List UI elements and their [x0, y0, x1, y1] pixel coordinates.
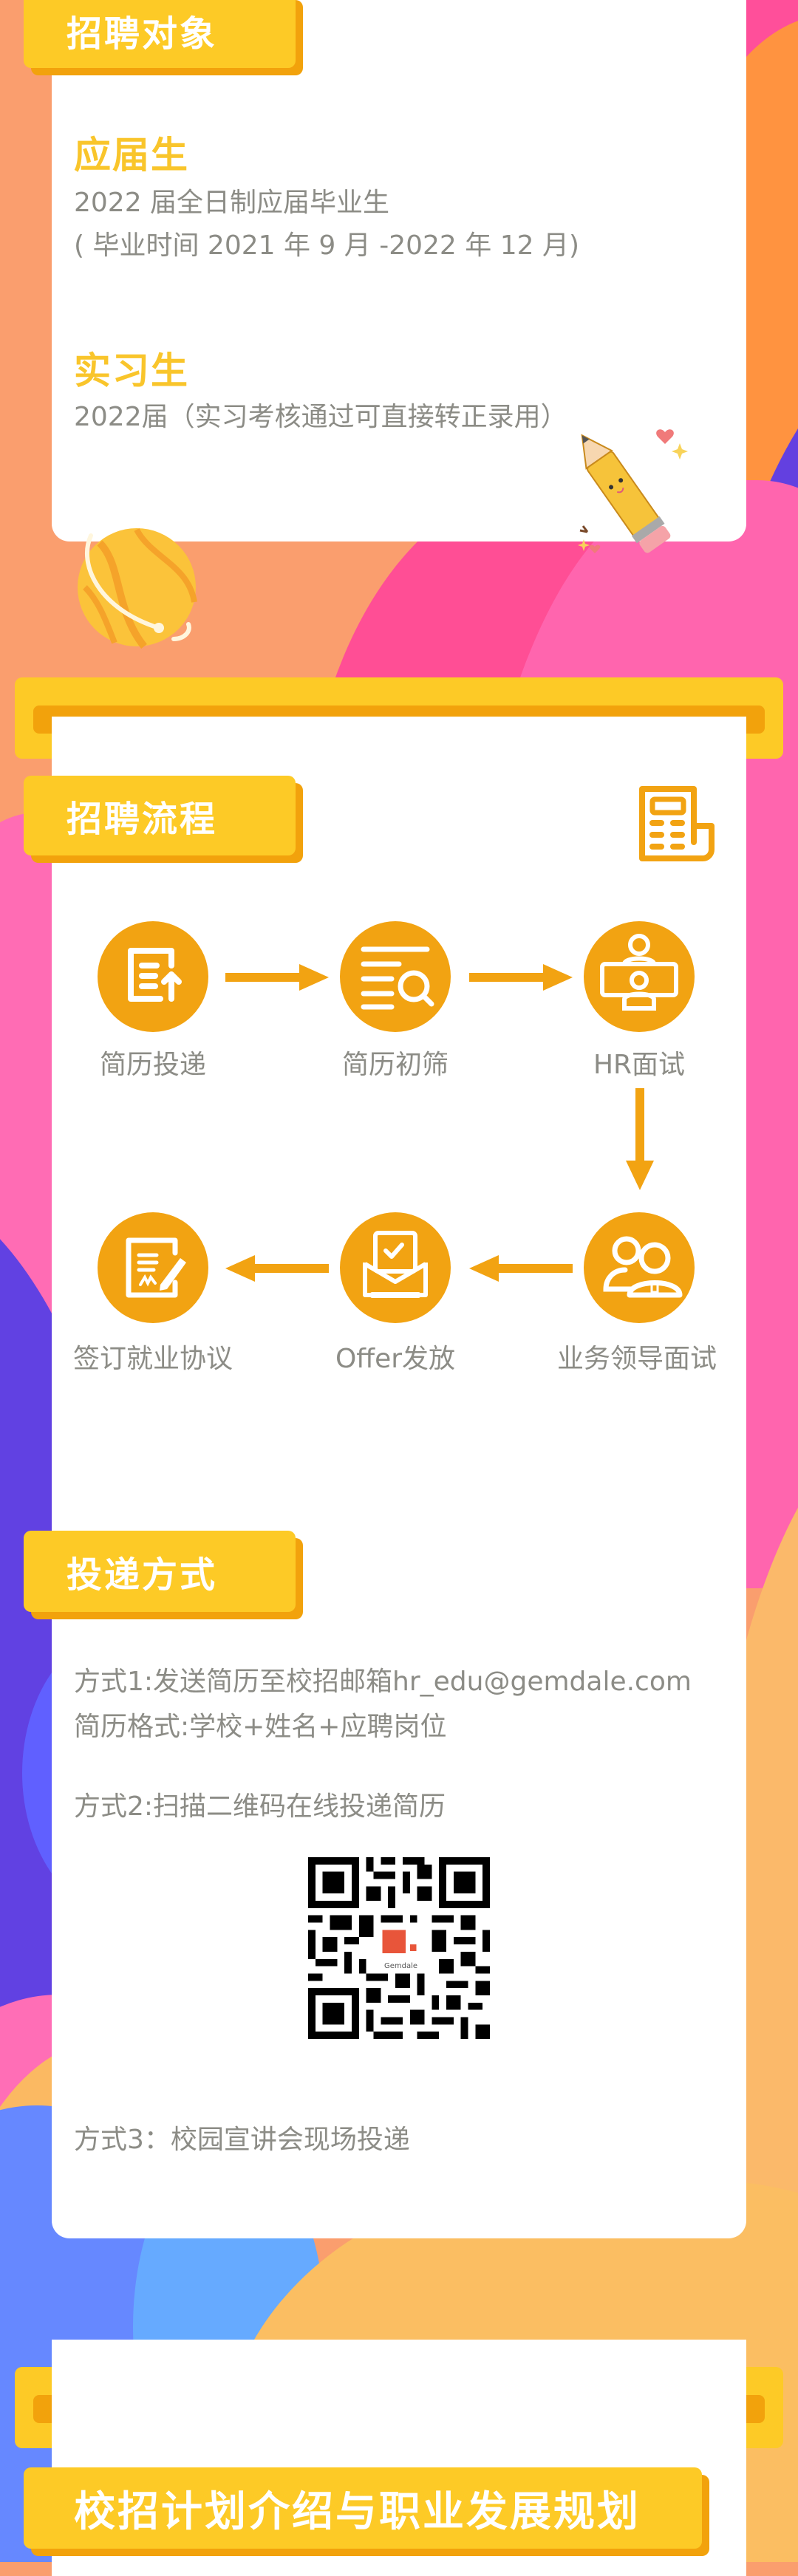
- apply-method2: 方式2:扫描二维码在线投递简历: [74, 1791, 446, 1822]
- email-link[interactable]: 方式1:发送简历至校招邮箱hr_edu@gemdale.com: [74, 1667, 692, 1697]
- qr-pattern-icon: [308, 1857, 490, 2039]
- step-sign-contract: [98, 1212, 208, 1323]
- apply-badge: 投递方式: [24, 1531, 296, 1612]
- apply-format: 简历格式:学校+姓名+应聘岗位: [74, 1712, 447, 1742]
- step-label: 简历初筛: [341, 1050, 449, 1080]
- graduates-line2: ( 毕业时间 2021 年 9 月 -2022 年 12 月): [74, 230, 580, 261]
- process-badge-label: 招聘流程: [66, 799, 218, 840]
- step-label: HR面试: [593, 1050, 686, 1080]
- step-label: 业务领导面试: [556, 1344, 717, 1374]
- sign-contract-icon: [126, 1237, 186, 1298]
- interns-heading: 实习生: [74, 349, 189, 392]
- step-label: Offer发放: [335, 1344, 456, 1374]
- targets-badge: 招聘对象: [24, 0, 296, 68]
- step-offer: [340, 1212, 451, 1323]
- resume-search-icon: [361, 946, 434, 1010]
- step-hr-interview: [584, 921, 695, 1032]
- step-leader-interview: [584, 1212, 695, 1323]
- step-resume-submit: [98, 921, 208, 1032]
- apply-method1: 方式1:发送简历至校招邮箱hr_edu@gemdale.com: [74, 1660, 692, 1698]
- planet-icon: [78, 528, 197, 649]
- plan-badge: 校招计划介绍与职业发展规划: [24, 2467, 702, 2549]
- apply-method3: 方式3：校园宣讲会现场投递: [74, 2125, 410, 2155]
- arrow-left-icon: [225, 1255, 329, 1282]
- step-resume-screen: [340, 921, 451, 1032]
- process-badge: 招聘流程: [24, 776, 296, 855]
- targets-card: [52, 0, 746, 541]
- graduates-line1: 2022 届全日制应届毕业生: [74, 188, 390, 218]
- interview-icon: [600, 934, 678, 1011]
- apply-badge-label: 投递方式: [66, 1554, 218, 1596]
- resume-upload-icon: [128, 948, 182, 1002]
- arrow-right-icon: [469, 964, 573, 991]
- arrow-left-icon: [469, 1255, 573, 1282]
- arrow-down-icon: [626, 1088, 654, 1190]
- calculator-icon: [639, 786, 715, 861]
- step-label: 简历投递: [99, 1050, 207, 1080]
- graduates-heading: 应届生: [74, 134, 189, 177]
- qr-logo-text: Gemdale: [384, 1962, 418, 1970]
- pencil-mascot-icon: [578, 429, 688, 553]
- qr-code[interactable]: Gemdale: [308, 1856, 490, 2040]
- arrow-right-icon: [225, 964, 329, 991]
- offer-envelope-icon: [363, 1231, 428, 1298]
- interns-line1: 2022届（实习考核通过可直接转正录用）: [74, 402, 567, 432]
- leaders-icon: [603, 1236, 683, 1298]
- step-label: 签订就业协议: [72, 1344, 233, 1374]
- targets-badge-label: 招聘对象: [66, 13, 218, 55]
- plan-badge-label: 校招计划介绍与职业发展规划: [74, 2487, 641, 2536]
